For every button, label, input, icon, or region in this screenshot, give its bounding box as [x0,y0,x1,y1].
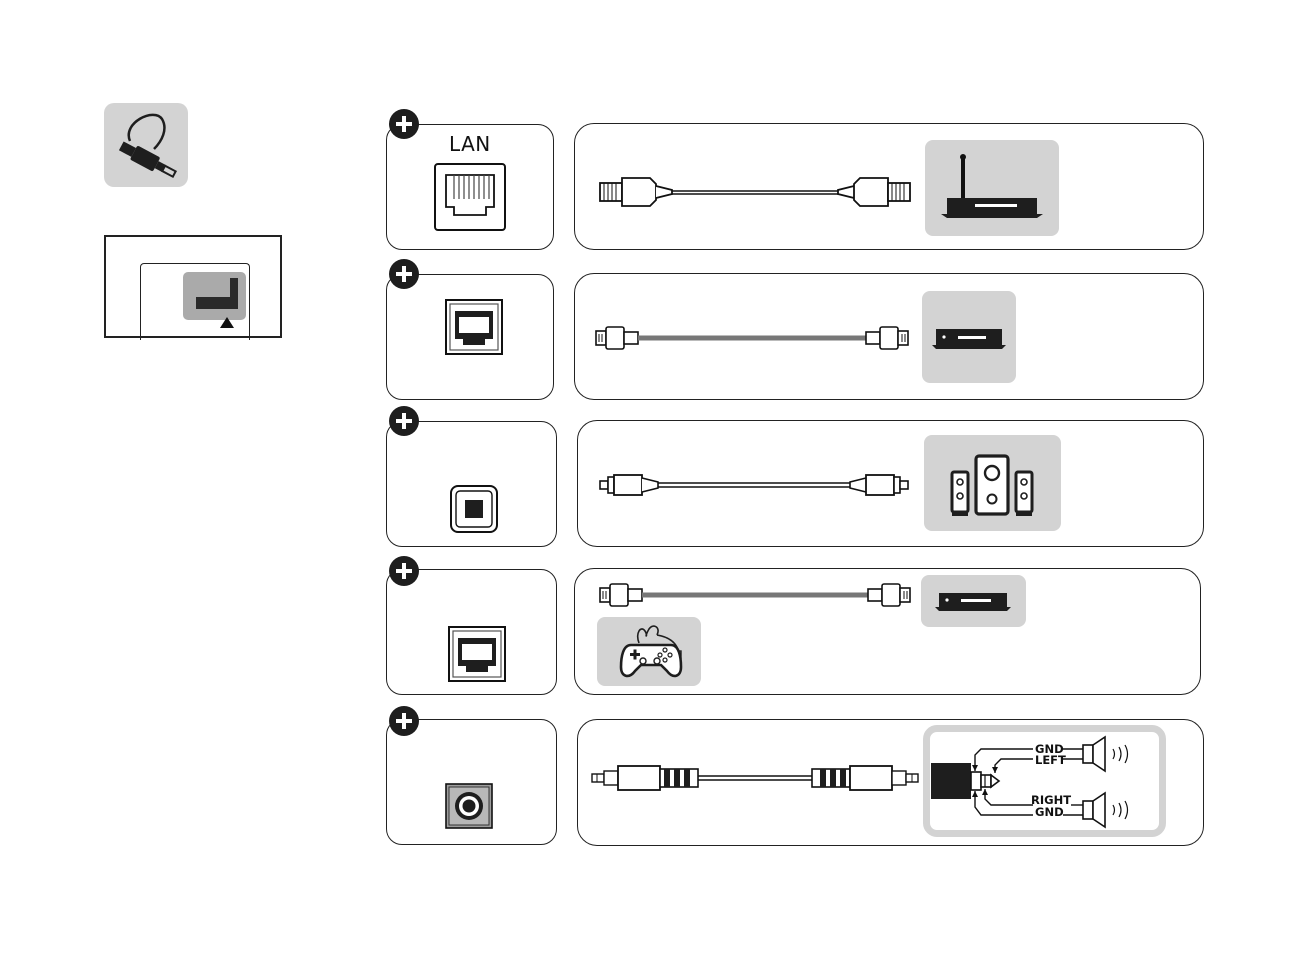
lan-cable-icon [598,172,918,212]
plus-icon [389,706,419,736]
port-location-diagram [104,235,282,338]
hdmi-cable-icon [594,323,914,353]
speaker-left-icon [1083,737,1128,771]
plus-icon [389,406,419,436]
plus-icon [389,259,419,289]
set-top-box-icon [921,575,1026,627]
plus-icon [389,109,419,139]
dvd-player-card [922,291,1016,383]
hdmi-cable-icon [598,580,918,610]
optical-port-icon [450,485,498,533]
router-card [925,140,1059,236]
lan-port-label: LAN [449,132,491,156]
game-controller-card [597,617,701,686]
port-location-icon [106,237,284,340]
game-controller-icon [597,617,701,686]
audio-cable-icon [590,761,920,795]
gnd-bottom-label: GND [1035,805,1064,819]
plus-icon [389,556,419,586]
optical-cable-icon [598,470,918,500]
router-icon [925,140,1059,236]
headphone-pinout-icon: GND LEFT RIGHT GND [923,725,1166,837]
hdmi-port-icon [448,626,506,682]
speaker-right-icon [1083,793,1128,827]
speaker-system-card [924,435,1061,531]
audio-jack-port-icon [445,783,493,829]
cable-icon-card [104,103,188,187]
speaker-system-icon [924,435,1061,531]
cable-plug-icon [104,103,188,187]
dvd-player-icon [922,291,1016,383]
hdmi-port-icon [445,299,503,355]
left-channel-label: LEFT [1035,753,1066,767]
set-top-box-card [921,575,1026,627]
lan-port-icon [434,163,506,231]
